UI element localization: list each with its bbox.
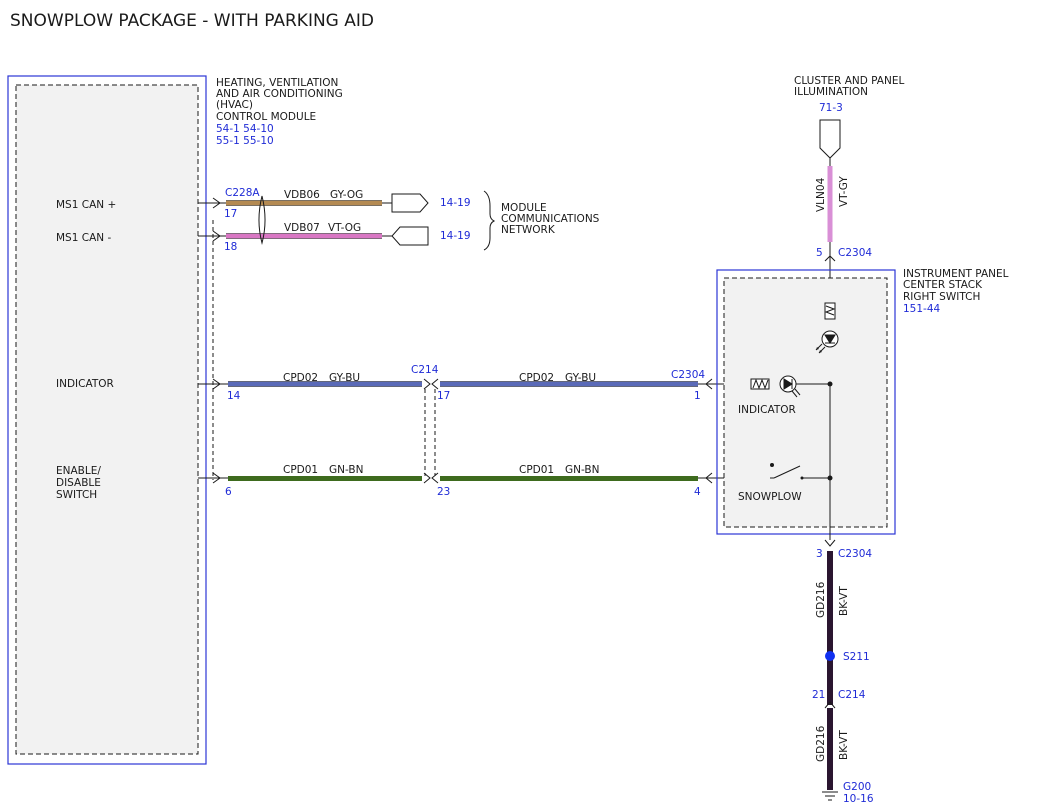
cpd02-circuit-hvac: CPD02: [283, 372, 318, 384]
c214-pin-23: 23: [437, 486, 450, 498]
c2304-pin-5: 5: [816, 247, 823, 259]
twisted-pair-icon: [258, 195, 266, 245]
c214-pin-17: 17: [437, 390, 450, 402]
gd216-color-upper: BK-VT: [838, 586, 850, 616]
pin-label-indicator: INDICATOR: [56, 378, 114, 390]
hvac-pin-6: 6: [225, 486, 232, 498]
illumination-name: CLUSTER AND PANEL ILLUMINATION: [794, 75, 908, 98]
pin-label-enable-disable-switch: ENABLE/ DISABLE SWITCH: [56, 465, 104, 501]
vln04-color: VT-GY: [838, 176, 850, 207]
switch-module-ref[interactable]: 151-44: [903, 303, 941, 315]
c214-connector-label[interactable]: C214: [411, 364, 439, 376]
gd216-circuit-lower: GD216: [815, 725, 827, 762]
c2304-pin-4: 4: [694, 486, 701, 498]
pin-label-ms1-can-plus: MS1 CAN +: [56, 199, 116, 211]
wire-cpd01-hvac-side[interactable]: [228, 476, 422, 481]
vln04-circuit: VLN04: [815, 177, 827, 212]
c214-indicator-arrow-icon: [423, 378, 431, 390]
splice-s211[interactable]: [825, 651, 835, 661]
c214-enable-arrow-icon: [423, 472, 431, 484]
c2304-indicator-arrow-icon: [705, 378, 713, 390]
snowplow-switch-icon[interactable]: [773, 465, 801, 479]
can-minus-continuation-icon[interactable]: [391, 226, 429, 246]
hvac-module-outline[interactable]: [7, 75, 207, 765]
c214-connector-label-ground[interactable]: C214: [838, 689, 866, 701]
c2304-connector-label-indicator[interactable]: C2304: [671, 369, 705, 381]
cpd02-color-switch: GY-BU: [565, 372, 596, 384]
wire-gd216-upper[interactable]: [827, 551, 833, 705]
page-title: SNOWPLOW PACKAGE - WITH PARKING AID: [10, 11, 374, 31]
wire-vdb06[interactable]: [226, 200, 382, 206]
ground-symbol-icon: [822, 791, 838, 801]
hvac-module-name: HEATING, VENTILATION AND AIR CONDITIONIN…: [216, 77, 346, 123]
can-minus-ref[interactable]: 14-19: [440, 230, 471, 242]
c2304-connector-label-illum[interactable]: C2304: [838, 247, 872, 259]
illumination-source-icon[interactable]: [819, 119, 841, 159]
can-plus-ref[interactable]: 14-19: [440, 197, 471, 209]
c2304-connector-label-ground[interactable]: C2304: [838, 548, 872, 560]
switch-module-body: [723, 277, 888, 528]
c2304-ground-arrow-icon: [824, 539, 836, 547]
cpd01-color-switch: GN-BN: [565, 464, 599, 476]
indicator-label: INDICATOR: [738, 404, 796, 416]
wire-vln04[interactable]: [827, 166, 833, 242]
c2304-enable-arrow-icon: [705, 472, 713, 484]
cpd02-color-hvac: GY-BU: [329, 372, 360, 384]
cpd02-circuit-switch: CPD02: [519, 372, 554, 384]
vdb06-circuit: VDB06: [284, 189, 320, 201]
gd216-color-lower: BK-VT: [838, 730, 850, 760]
vdb07-color: VT-OG: [328, 222, 361, 234]
c228a-pin-17: 17: [224, 208, 237, 220]
wire-cpd01-switch-side[interactable]: [440, 476, 698, 481]
gd216-circuit-upper: GD216: [815, 581, 827, 618]
c2304-pin-3: 3: [816, 548, 823, 560]
module-communications-network-label: MODULE COMMUNICATIONS NETWORK: [501, 202, 603, 236]
splice-label[interactable]: S211: [843, 651, 870, 663]
c228a-connector-label[interactable]: C228A: [225, 187, 260, 199]
cpd01-circuit-hvac: CPD01: [283, 464, 318, 476]
wire-cpd02-switch-side[interactable]: [440, 381, 698, 387]
c2304-pin-1: 1: [694, 390, 701, 402]
vdb07-circuit: VDB07: [284, 222, 320, 234]
can-plus-continuation-icon[interactable]: [391, 193, 429, 213]
hvac-module-refs[interactable]: 54-1 54-10 55-1 55-10: [216, 123, 277, 147]
c214-pin-21: 21: [812, 689, 825, 701]
switch-module-name: INSTRUMENT PANEL CENTER STACK RIGHT SWIT…: [903, 268, 1012, 303]
enable-arrow-icon: [212, 472, 221, 484]
network-bracket-icon: [483, 190, 496, 251]
pin-label-ms1-can-minus: MS1 CAN -: [56, 232, 111, 244]
c2304-illum-arrow-icon: [824, 255, 836, 262]
ground-point-label[interactable]: G200: [843, 781, 871, 793]
wire-cpd02-hvac-side[interactable]: [228, 381, 422, 387]
vdb06-color: GY-OG: [330, 189, 363, 201]
c228a-pin-18: 18: [224, 241, 237, 253]
illumination-ref[interactable]: 71-3: [819, 102, 843, 114]
can-minus-arrow-icon: [212, 230, 221, 242]
cpd01-color-hvac: GN-BN: [329, 464, 363, 476]
hvac-pin-14: 14: [227, 390, 241, 402]
snowplow-label: SNOWPLOW: [738, 491, 802, 503]
wire-vdb07[interactable]: [226, 233, 382, 239]
can-plus-arrow-icon: [212, 197, 221, 209]
ground-ref[interactable]: 10-16: [843, 793, 874, 805]
indicator-arrow-icon: [212, 378, 221, 390]
wire-gd216-lower[interactable]: [827, 708, 833, 790]
switch-module-outline[interactable]: [716, 269, 896, 535]
hvac-module-body: [15, 84, 199, 755]
c214-connector-outline: [424, 389, 436, 476]
c214-ground-arrow-icon: [824, 701, 836, 709]
cpd01-circuit-switch: CPD01: [519, 464, 554, 476]
